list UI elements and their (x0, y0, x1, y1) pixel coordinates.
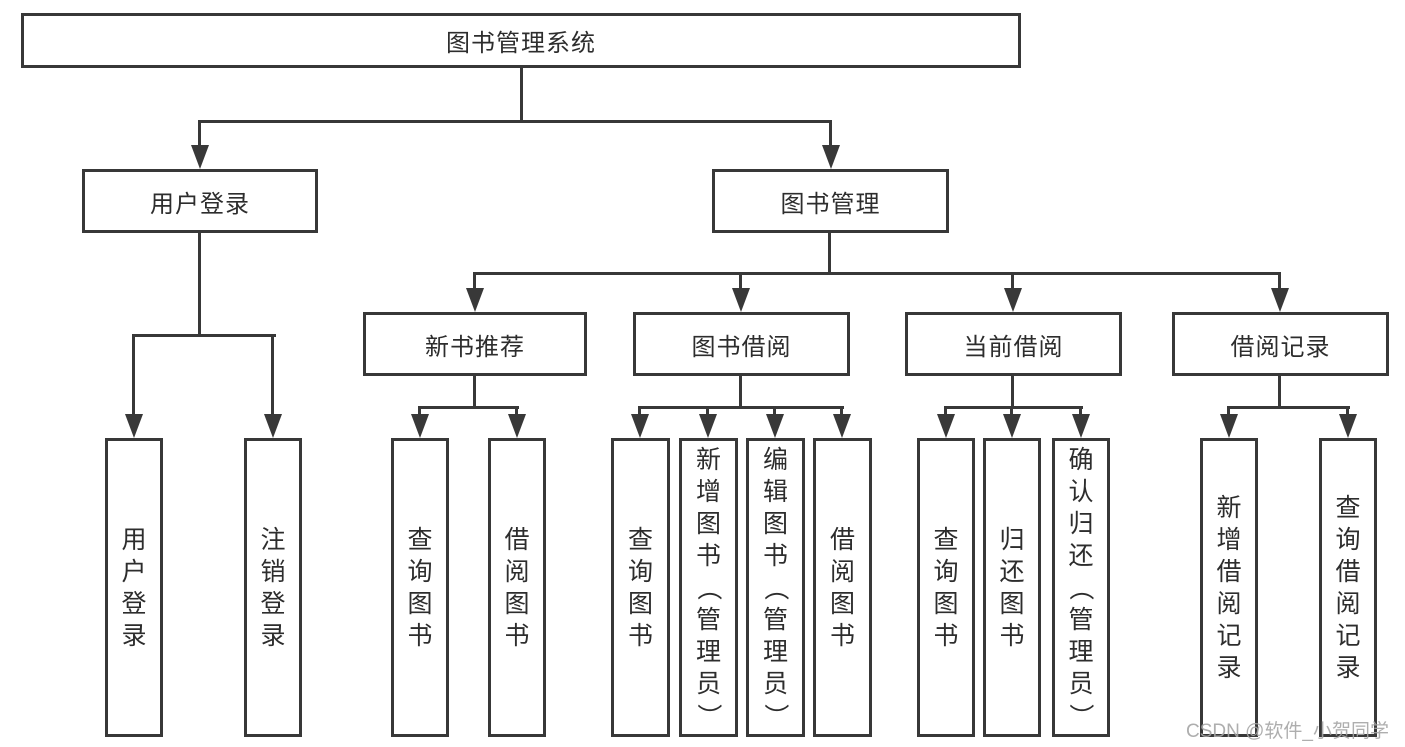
connector-new-book-horizontal (418, 406, 519, 409)
connector-stub (1346, 406, 1349, 418)
leaf-new-book-query-label: 查询图书 (407, 525, 433, 650)
arrow-down-icon (833, 414, 851, 438)
leaf-current-return-label: 归还图书 (999, 525, 1025, 650)
node-user-login: 用户登录 (82, 169, 318, 233)
leaf-borrow-query-label: 查询图书 (627, 525, 653, 650)
leaf-current-return: 归还图书 (983, 438, 1041, 737)
connector-user-login-vertical (198, 233, 201, 334)
connector-stub (944, 406, 947, 418)
arrow-down-icon (1339, 414, 1357, 438)
connector-stub-book-mgmt (829, 120, 832, 152)
connector-stub (418, 406, 421, 418)
leaf-borrow-borrow: 借阅图书 (813, 438, 872, 737)
connector-stub-book-borrow (739, 272, 742, 293)
leaf-borrow-query: 查询图书 (611, 438, 670, 737)
arrow-down-icon (732, 288, 750, 312)
leaf-borrow-borrow-label: 借阅图书 (829, 525, 855, 650)
arrow-down-icon (1004, 288, 1022, 312)
connector-stub-current-borrow (1011, 272, 1014, 293)
leaf-user-login: 用户登录 (105, 438, 163, 737)
connector-stub-leaf-logout (271, 334, 274, 418)
leaf-current-confirm: 确认归还（管理员） (1052, 438, 1110, 737)
node-borrow-records-label: 借阅记录 (1230, 333, 1331, 361)
leaf-borrow-add: 新增图书（管理员） (679, 438, 738, 737)
leaf-current-confirm-label: 确认归还（管理员） (1066, 445, 1095, 729)
connector-stub-new-book (473, 272, 476, 293)
node-book-borrow: 图书借阅 (633, 312, 850, 376)
arrow-down-icon (1003, 414, 1021, 438)
connector-records-horizontal (1227, 406, 1350, 409)
node-user-login-label: 用户登录 (150, 190, 250, 218)
node-new-book-rec-label: 新书推荐 (425, 333, 525, 361)
leaf-logout-label: 注销登录 (260, 525, 286, 650)
connector-root-horizontal (198, 120, 832, 123)
arrow-down-icon (508, 414, 526, 438)
node-current-borrow-label: 当前借阅 (963, 333, 1064, 361)
node-root-label: 图书管理系统 (446, 30, 596, 57)
arrow-down-icon (1271, 288, 1289, 312)
arrow-down-icon (264, 414, 282, 438)
leaf-user-login-label: 用户登录 (121, 525, 147, 650)
arrow-down-icon (766, 414, 784, 438)
leaf-borrow-edit-label: 编辑图书（管理员） (761, 445, 790, 729)
arrow-down-icon (937, 414, 955, 438)
leaf-new-book-borrow: 借阅图书 (488, 438, 546, 737)
connector-stub-user-login (198, 120, 201, 152)
node-root: 图书管理系统 (21, 13, 1021, 68)
connector-stub (840, 406, 843, 418)
connector-book-mgmt-horizontal (473, 272, 1281, 275)
leaf-borrow-edit: 编辑图书（管理员） (746, 438, 805, 737)
connector-stub (1079, 406, 1082, 418)
arrow-down-icon (699, 414, 717, 438)
connector-stub (638, 406, 641, 418)
leaf-records-add: 新增借阅记录 (1200, 438, 1258, 737)
connector-records-vertical (1278, 376, 1281, 409)
connector-book-borrow-horizontal (638, 406, 844, 409)
leaf-new-book-borrow-label: 借阅图书 (504, 525, 530, 650)
node-book-mgmt: 图书管理 (712, 169, 949, 233)
connector-stub-leaf-login (132, 334, 135, 418)
leaf-records-query: 查询借阅记录 (1319, 438, 1377, 737)
arrow-down-icon (1220, 414, 1238, 438)
connector-new-book-vertical (473, 376, 476, 409)
node-book-mgmt-label: 图书管理 (780, 190, 881, 218)
connector-stub-borrow-records (1278, 272, 1281, 293)
csdn-watermark: CSDN @软件_小贺同学 (1186, 721, 1389, 742)
connector-book-mgmt-vertical (828, 233, 831, 275)
leaf-logout: 注销登录 (244, 438, 302, 737)
connector-stub (706, 406, 709, 418)
connector-stub (773, 406, 776, 418)
connector-root-vertical (520, 68, 523, 123)
node-borrow-records: 借阅记录 (1172, 312, 1389, 376)
connector-current-vertical (1011, 376, 1014, 409)
arrow-down-icon (631, 414, 649, 438)
connector-user-login-horizontal (132, 334, 276, 337)
arrow-down-icon (411, 414, 429, 438)
leaf-records-add-label: 新增借阅记录 (1216, 493, 1242, 682)
node-current-borrow: 当前借阅 (905, 312, 1122, 376)
connector-current-horizontal (944, 406, 1083, 409)
node-book-borrow-label: 图书借阅 (691, 333, 792, 361)
arrow-down-icon (822, 145, 840, 169)
leaf-borrow-add-label: 新增图书（管理员） (694, 445, 723, 729)
leaf-current-query-label: 查询图书 (933, 525, 959, 650)
connector-book-borrow-vertical (739, 376, 742, 409)
connector-stub (1010, 406, 1013, 418)
arrow-down-icon (466, 288, 484, 312)
arrow-down-icon (1072, 414, 1090, 438)
arrow-down-icon (191, 145, 209, 169)
node-new-book-rec: 新书推荐 (363, 312, 587, 376)
leaf-new-book-query: 查询图书 (391, 438, 449, 737)
arrow-down-icon (125, 414, 143, 438)
connector-stub (1227, 406, 1230, 418)
leaf-records-query-label: 查询借阅记录 (1335, 493, 1361, 682)
leaf-current-query: 查询图书 (917, 438, 975, 737)
connector-stub (515, 406, 518, 418)
